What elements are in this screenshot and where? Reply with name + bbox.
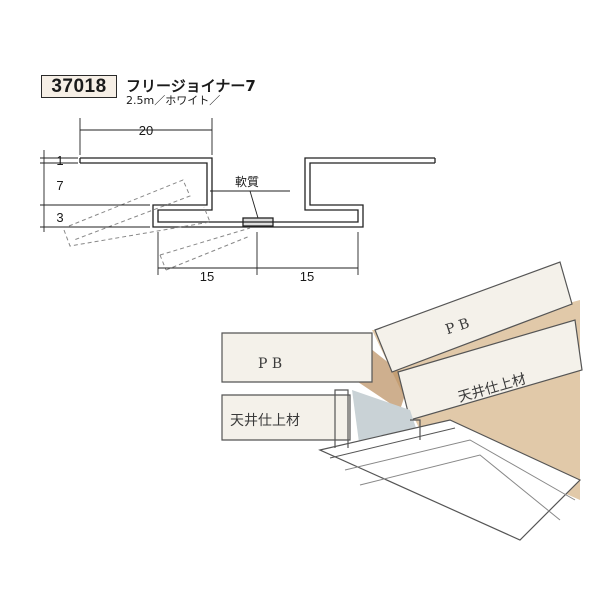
dim-right-half: 15 — [300, 269, 314, 284]
dim-top-width: 20 — [139, 123, 153, 138]
dimension-lines — [40, 118, 359, 275]
board-right-label: P B — [444, 316, 472, 339]
product-code-badge: 37018 — [41, 75, 117, 98]
installation-illustration — [221, 261, 583, 541]
finish-left-label: 天井仕上材 — [230, 413, 300, 429]
dim-left-half: 15 — [200, 269, 214, 284]
hinged-position-ghost — [63, 179, 251, 271]
product-title: フリージョイナー7 — [126, 77, 256, 95]
soft-part-label: 軟質 — [235, 174, 259, 189]
dim-flange: 1 — [56, 153, 63, 168]
board-left-label: P B — [258, 356, 282, 372]
dim-base: 3 — [56, 210, 63, 225]
product-spec: 2.5m／ホワイト／ — [126, 94, 221, 107]
profile-cross-section — [79, 157, 436, 228]
dim-height: 7 — [56, 178, 63, 193]
